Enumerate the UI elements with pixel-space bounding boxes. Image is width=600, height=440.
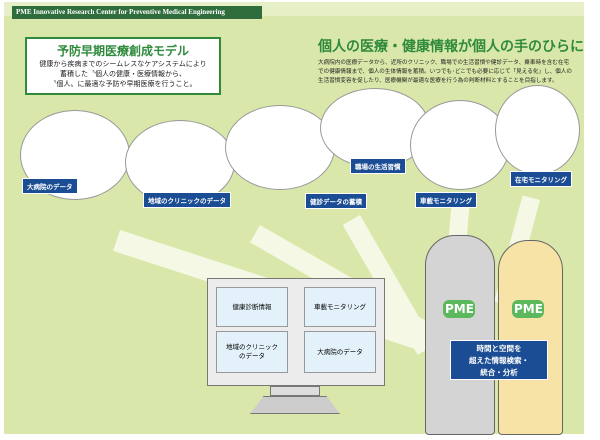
bubble-line: 統合・分析: [480, 368, 518, 377]
model-line: 蓄積した〝個人の健康・医療情報から、: [60, 70, 186, 78]
personal-description: 大病院内の医療データから、近所のクリニック、職場での生活習慣や健診データ、乗車時…: [318, 60, 572, 84]
panel-vehicle: 車載モニタリング: [304, 287, 376, 327]
model-title: 予防早期医療創成モデル: [56, 44, 189, 58]
bubble-line: 時間と空間を: [476, 344, 522, 353]
model-box: 予防早期医療創成モデル 健康から疾病までのシームレスなケアシステムにより 蓄積し…: [25, 37, 221, 95]
label-clinic-data: 地域のクリニックのデータ: [143, 192, 231, 208]
speech-bubble: 時間と空間を 超えた情報検索・ 統合・分析: [450, 340, 548, 380]
woman-figure: [498, 240, 563, 435]
label-vehicle: 車載モニタリング: [415, 192, 477, 208]
panel-clinic: 地域のクリニックのデータ: [216, 331, 288, 373]
monitor-stand: [270, 386, 320, 396]
checkup-cloud: [225, 105, 335, 190]
label-home: 在宅モニタリング: [510, 171, 572, 187]
pme-badge: PME: [512, 300, 544, 318]
model-line: 〝個人〟に最適な予防や早期医療を行うこと。: [49, 80, 197, 88]
label-workplace: 職場の生活習慣: [350, 158, 406, 174]
label-hospital-data: 大病院のデータ: [22, 178, 78, 194]
bubble-line: 超えた情報検索・: [469, 356, 529, 365]
header-banner: PME Innovative Research Center for Preve…: [12, 6, 262, 19]
model-line: 健康から疾病までのシームレスなケアシステムにより: [39, 60, 207, 68]
man-figure: [425, 235, 495, 435]
monitor-base: [250, 396, 340, 414]
label-checkup-data: 健診データの蓄積: [305, 193, 367, 209]
personal-section: 個人の医療・健康情報が個人の手のひらに 大病院内の医療データから、近所のクリニッ…: [318, 36, 588, 86]
monitor: 健康診断情報 車載モニタリング 地域のクリニックのデータ 大病院のデータ: [207, 278, 385, 386]
vehicle-cloud: [410, 100, 510, 190]
panel-hospital: 大病院のデータ: [304, 331, 376, 373]
personal-title: 個人の医療・健康情報が個人の手のひらに: [318, 39, 584, 55]
home-cloud: [495, 85, 580, 175]
panel-health-checkup: 健康診断情報: [216, 287, 288, 327]
pme-badge: PME: [443, 300, 475, 318]
